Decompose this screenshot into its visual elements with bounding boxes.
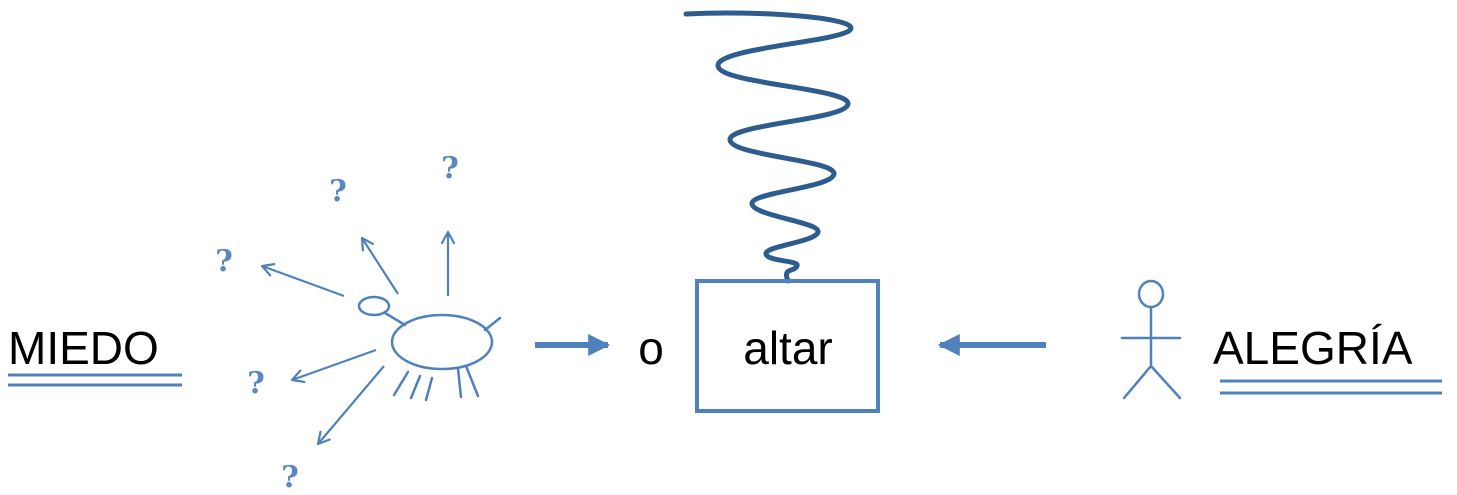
- question-mark: ?: [247, 366, 265, 401]
- creature-tail: [483, 316, 502, 332]
- altar-box: [695, 279, 880, 413]
- miedo-label: MIEDO: [8, 322, 159, 374]
- question-mark: ?: [281, 460, 299, 495]
- o-label: o: [638, 322, 664, 374]
- miedo-double-underline: [8, 373, 182, 387]
- fear-arrow: [292, 348, 377, 380]
- creature-head: [357, 295, 391, 317]
- creature-leg: [456, 367, 463, 399]
- figure-leg: [1122, 364, 1153, 400]
- alegria-double-underline: [1220, 379, 1442, 395]
- fear-arrow: [362, 238, 399, 295]
- fear-arrow: [262, 266, 345, 298]
- question-mark: ?: [441, 151, 459, 186]
- spring-coil-icon: [683, 10, 854, 284]
- bug-creature-icon: [357, 295, 502, 402]
- stick-figure-icon: [1120, 279, 1182, 400]
- fear-arrow: [318, 365, 385, 444]
- creature-leg: [424, 376, 434, 402]
- question-mark: ?: [329, 174, 347, 209]
- creature-body: [390, 313, 494, 371]
- fear-arrows: [262, 232, 448, 444]
- altar-label: altar: [743, 322, 832, 374]
- creature-leg: [409, 374, 422, 400]
- question-mark: ?: [215, 244, 233, 279]
- figure-leg: [1149, 364, 1182, 400]
- creature-leg: [392, 370, 410, 397]
- alegria-label: ALEGRÍA: [1213, 322, 1413, 374]
- creature-neck: [383, 311, 407, 327]
- creature-leg: [464, 364, 480, 398]
- figure-head: [1137, 279, 1165, 309]
